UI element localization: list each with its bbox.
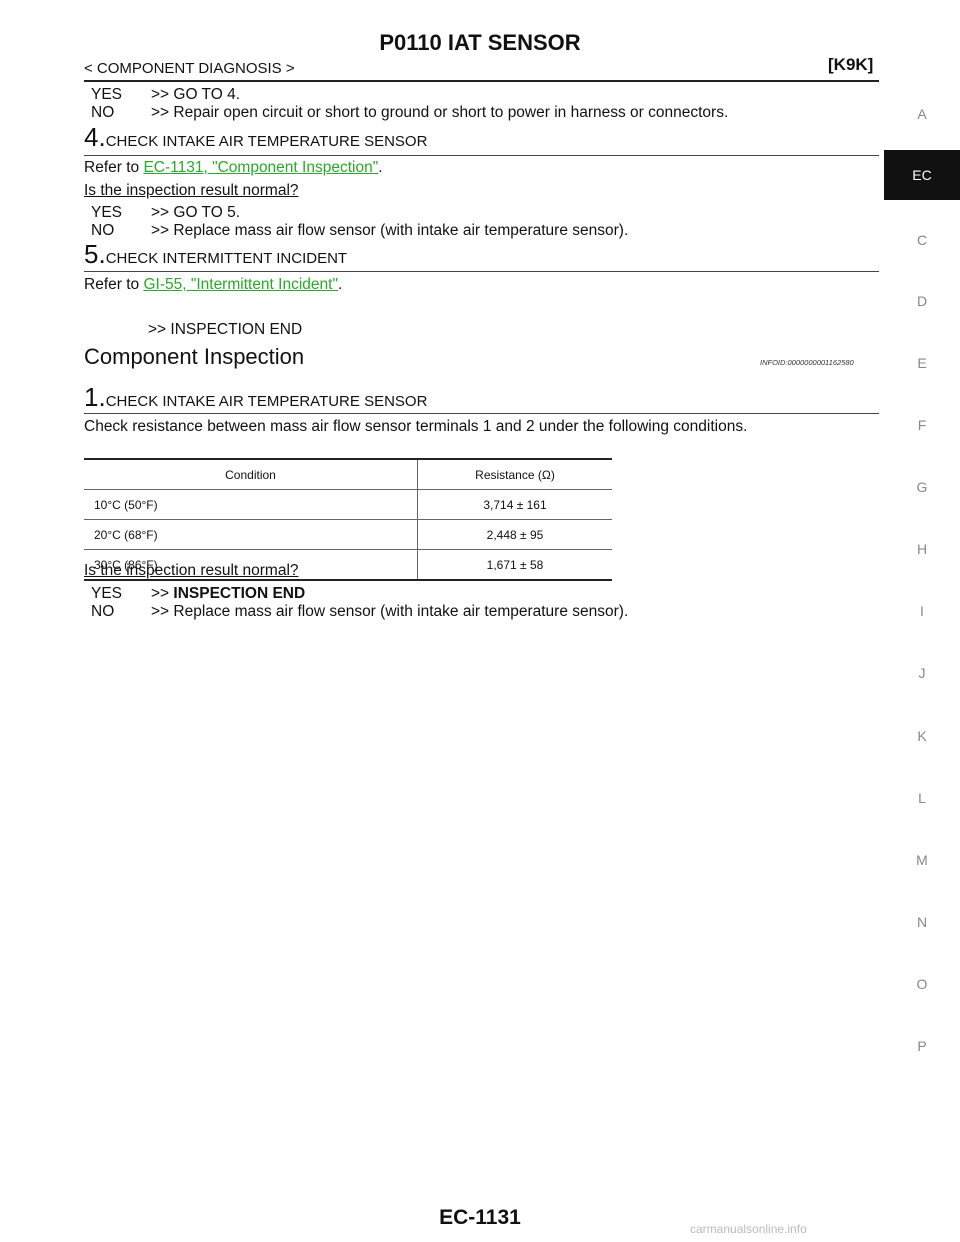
section-title: Component Inspection <box>84 344 305 369</box>
step5-end: >> INSPECTION END <box>148 321 303 338</box>
step5-refer: Refer to GI-55, "Intermittent Incident". <box>84 276 343 293</box>
step4-yes-line: YES>> GO TO 5. <box>91 204 241 221</box>
step3-no-line: NO>> Repair open circuit or short to gro… <box>91 104 729 121</box>
side-index-item-o[interactable]: O <box>916 976 928 992</box>
side-index-item-f[interactable]: F <box>917 417 927 433</box>
table-cell-resistance: 1,671 ± 58 <box>417 549 612 581</box>
side-index-item-i[interactable]: I <box>920 603 924 619</box>
ci-yes-line: YES>> INSPECTION END <box>91 585 306 602</box>
step4-divider <box>84 155 879 156</box>
step4-question: Is the inspection result normal? <box>84 182 299 199</box>
side-index-item-e[interactable]: E <box>917 355 927 371</box>
info-id: INFOID:0000000001162580 <box>760 358 854 367</box>
side-index-item-d[interactable]: D <box>916 293 928 309</box>
table-row: 20°C (68°F) 2,448 ± 95 <box>84 519 612 550</box>
ci-instruction: Check resistance between mass air flow s… <box>84 418 748 435</box>
step4-no-line: NO>> Replace mass air flow sensor (with … <box>91 222 629 239</box>
ci-step1-heading: 1.CHECK INTAKE AIR TEMPERATURE SENSOR <box>84 382 428 412</box>
page-number: EC-1131 <box>439 1206 521 1229</box>
side-index-item-n[interactable]: N <box>916 914 928 930</box>
ci-no-line: NO>> Replace mass air flow sensor (with … <box>91 603 629 620</box>
step5-divider <box>84 271 879 272</box>
ci-step1-divider <box>84 413 879 414</box>
page-title: P0110 IAT SENSOR <box>379 30 581 55</box>
table-cell-resistance: 3,714 ± 161 <box>417 489 612 520</box>
table-header-row: Condition Resistance (Ω) <box>84 458 612 490</box>
breadcrumb: < COMPONENT DIAGNOSIS > <box>84 60 295 77</box>
header-resistance: Resistance (Ω) <box>417 458 612 490</box>
table-cell-condition: 20°C (68°F) <box>84 519 418 550</box>
table-cell-resistance: 2,448 ± 95 <box>417 519 612 550</box>
table-cell-condition: 30°C (86°F) <box>84 549 418 581</box>
model-code: [K9K] <box>828 55 874 74</box>
step4-heading: 4.CHECK INTAKE AIR TEMPERATURE SENSOR <box>84 122 428 152</box>
table-row: 30°C (86°F) 1,671 ± 58 <box>84 549 612 581</box>
header-condition: Condition <box>84 458 418 490</box>
table-cell-condition: 10°C (50°F) <box>84 489 418 520</box>
table-row: 10°C (50°F) 3,714 ± 161 <box>84 489 612 520</box>
side-index-item-g[interactable]: G <box>916 479 928 495</box>
watermark: carmanualsonline.info <box>690 1222 807 1236</box>
ci-question: Is the inspection result normal? <box>84 562 299 579</box>
side-index-item-h[interactable]: H <box>916 541 928 557</box>
header-divider <box>84 80 879 82</box>
resistance-table: Condition Resistance (Ω) 10°C (50°F) 3,7… <box>84 458 612 581</box>
side-index: A C D E F G H I J K L M N O P <box>884 0 960 1242</box>
side-index-item-l[interactable]: L <box>918 790 926 806</box>
side-index-item-a[interactable]: A <box>917 106 927 122</box>
side-index-item-m[interactable]: M <box>916 852 928 868</box>
side-index-item-k[interactable]: K <box>917 728 927 744</box>
step4-refer: Refer to EC-1131, "Component Inspection"… <box>84 159 383 176</box>
side-index-item-p[interactable]: P <box>917 1038 927 1054</box>
side-index-item-j[interactable]: J <box>918 665 926 681</box>
step3-yes-line: YES>> GO TO 4. <box>91 86 241 103</box>
side-index-active-ec[interactable]: EC <box>884 150 960 200</box>
component-inspection-link[interactable]: EC-1131, "Component Inspection" <box>143 159 379 176</box>
intermittent-incident-link[interactable]: GI-55, "Intermittent Incident" <box>143 276 338 293</box>
step5-heading: 5.CHECK INTERMITTENT INCIDENT <box>84 239 348 269</box>
side-index-item-c[interactable]: C <box>916 232 928 248</box>
